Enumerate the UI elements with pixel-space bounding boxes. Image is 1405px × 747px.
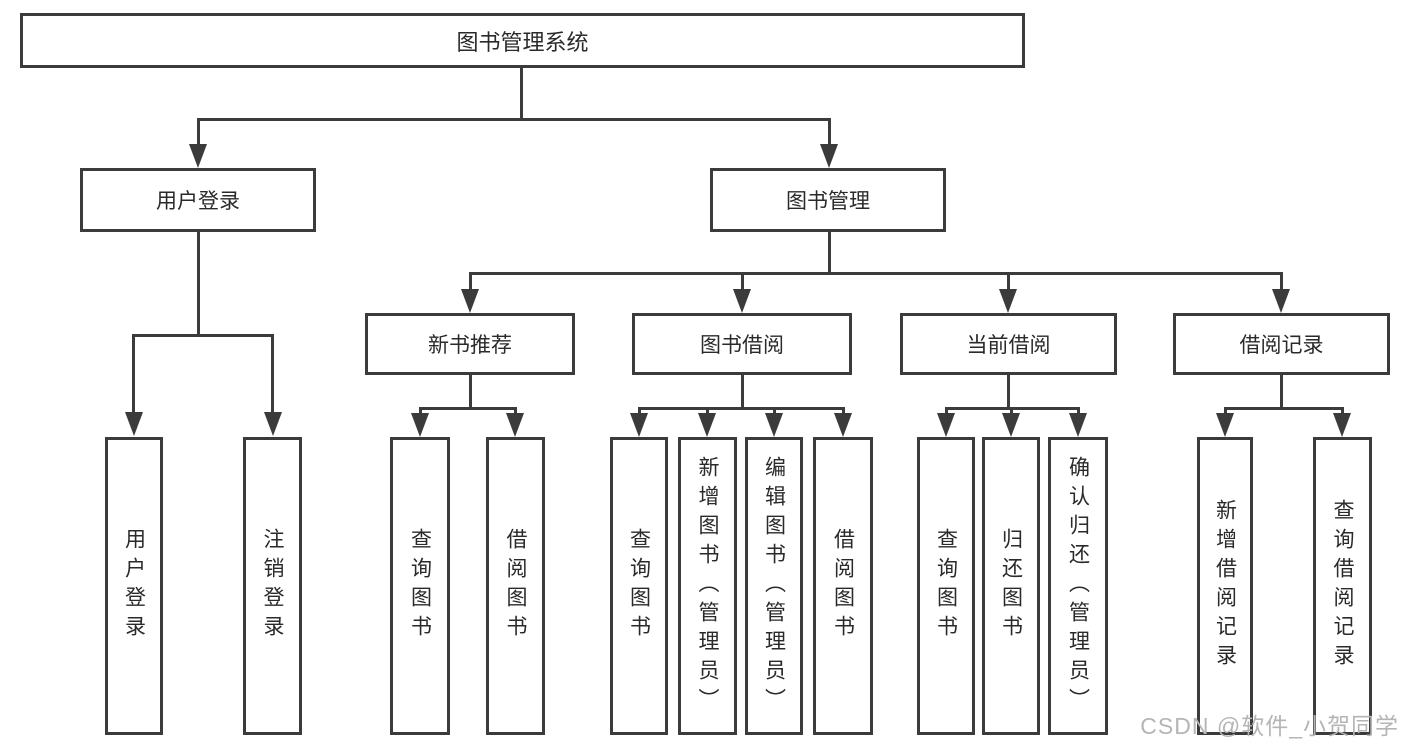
connector-arm-book-borrow: [741, 272, 744, 291]
node-current-borrowing-label: 当前借阅: [966, 334, 1051, 357]
leaf-query-books-a: 查询图书: [390, 437, 450, 735]
arrowhead-user-login: [189, 144, 207, 168]
connector-arm-d1: [1224, 407, 1227, 415]
connector-arm-b2: [706, 407, 709, 415]
connector-groupD-split: [1224, 407, 1344, 410]
node-new-book-recommend: 新书推荐: [365, 313, 575, 375]
connector-arm-d2: [1341, 407, 1344, 415]
arrowhead-current-borrow: [999, 289, 1017, 313]
node-borrow-records: 借阅记录: [1173, 313, 1390, 375]
connector-arm-user-login: [197, 118, 200, 146]
connector-arm-c1: [945, 407, 948, 415]
connector-arm-b4: [842, 407, 845, 415]
arrowhead-leaf-user-login: [125, 412, 143, 436]
connector-groupA-split: [419, 407, 517, 410]
leaf-query-books-c-label: 查询图书: [934, 528, 958, 644]
node-new-book-recommend-label: 新书推荐: [428, 334, 512, 357]
leaf-confirm-return-admin-label: 确认归还（管理员）: [1066, 455, 1090, 717]
connector-arm-a1: [419, 407, 422, 415]
arrowhead-leaf-logout: [264, 412, 282, 436]
leaf-query-books-b: 查询图书: [610, 437, 668, 735]
arrowhead-book-mgmt: [820, 144, 838, 168]
connector-arm-book-mgmt: [828, 118, 831, 146]
connector-groupD-trunk: [1280, 375, 1283, 409]
node-book-borrowing-label: 图书借阅: [700, 334, 784, 357]
arrowhead-borrow-records: [1272, 289, 1290, 313]
arrowhead-b4: [834, 413, 852, 437]
leaf-add-book-admin: 新增图书（管理员）: [678, 437, 737, 735]
arrowhead-b2: [698, 413, 716, 437]
node-root: 图书管理系统: [20, 13, 1025, 68]
leaf-return-books: 归还图书: [982, 437, 1040, 735]
leaf-user-login-label: 用户登录: [122, 528, 146, 644]
connector-root-trunk: [520, 68, 523, 118]
arrowhead-book-borrow: [733, 289, 751, 313]
connector-arm-current-borrow: [1007, 272, 1010, 291]
leaf-query-books-b-label: 查询图书: [627, 528, 651, 644]
leaf-borrow-books-a: 借阅图书: [486, 437, 545, 735]
connector-groupB-trunk: [741, 375, 744, 409]
connector-user-login-trunk: [197, 232, 200, 337]
arrowhead-d2: [1333, 413, 1351, 437]
connector-book-mgmt-split: [469, 272, 1283, 275]
leaf-borrow-books-b-label: 借阅图书: [831, 528, 855, 644]
leaf-query-borrow-record: 查询借阅记录: [1313, 437, 1372, 735]
connector-arm-b1: [638, 407, 641, 415]
node-book-management: 图书管理: [710, 168, 946, 232]
arrowhead-a2: [506, 413, 524, 437]
node-root-label: 图书管理系统: [456, 29, 589, 55]
connector-book-mgmt-trunk: [828, 232, 831, 274]
connector-arm-c3: [1077, 407, 1080, 415]
node-user-login: 用户登录: [80, 168, 316, 232]
csdn-watermark: CSDN @软件_小贺同学: [1140, 713, 1399, 739]
node-borrow-records-label: 借阅记录: [1239, 334, 1324, 357]
leaf-logout: 注销登录: [243, 437, 302, 735]
connector-groupA-trunk: [469, 375, 472, 409]
leaf-query-borrow-record-label: 查询借阅记录: [1331, 499, 1354, 673]
leaf-add-borrow-record-label: 新增借阅记录: [1213, 499, 1237, 673]
leaf-user-login: 用户登录: [105, 437, 163, 735]
leaf-borrow-books-a-label: 借阅图书: [504, 528, 527, 644]
connector-arm-leaf-user-login: [132, 334, 135, 414]
connector-arm-leaf-logout: [271, 334, 274, 414]
leaf-borrow-books-b: 借阅图书: [813, 437, 873, 735]
leaf-edit-book-admin: 编辑图书（管理员）: [745, 437, 803, 735]
node-book-management-label: 图书管理: [786, 190, 870, 213]
node-book-borrowing: 图书借阅: [632, 313, 852, 375]
arrowhead-new-book: [461, 289, 479, 313]
leaf-add-borrow-record: 新增借阅记录: [1197, 437, 1253, 735]
connector-arm-b3: [773, 407, 776, 415]
arrowhead-d1: [1216, 413, 1234, 437]
leaf-edit-book-admin-label: 编辑图书（管理员）: [762, 455, 786, 717]
leaf-return-books-label: 归还图书: [999, 528, 1023, 644]
connector-arm-c2: [1010, 407, 1013, 415]
connector-arm-a2: [514, 407, 517, 415]
leaf-query-books-c: 查询图书: [917, 437, 975, 735]
connector-root-split: [197, 118, 831, 121]
connector-groupC-trunk: [1007, 375, 1010, 409]
connector-arm-borrow-records: [1280, 272, 1283, 291]
leaf-logout-label: 注销登录: [261, 528, 284, 644]
arrowhead-b3: [765, 413, 783, 437]
arrowhead-b1: [630, 413, 648, 437]
node-current-borrowing: 当前借阅: [900, 313, 1117, 375]
connector-groupB-split: [638, 407, 845, 410]
arrowhead-c1: [937, 413, 955, 437]
connector-user-login-split: [132, 334, 274, 337]
node-user-login-label: 用户登录: [156, 190, 240, 213]
arrowhead-c2: [1002, 413, 1020, 437]
connector-arm-new-book: [469, 272, 472, 291]
leaf-add-book-admin-label: 新增图书（管理员）: [696, 455, 719, 717]
leaf-confirm-return-admin: 确认归还（管理员）: [1048, 437, 1108, 735]
leaf-query-books-a-label: 查询图书: [408, 528, 432, 644]
arrowhead-c3: [1069, 413, 1087, 437]
arrowhead-a1: [411, 413, 429, 437]
